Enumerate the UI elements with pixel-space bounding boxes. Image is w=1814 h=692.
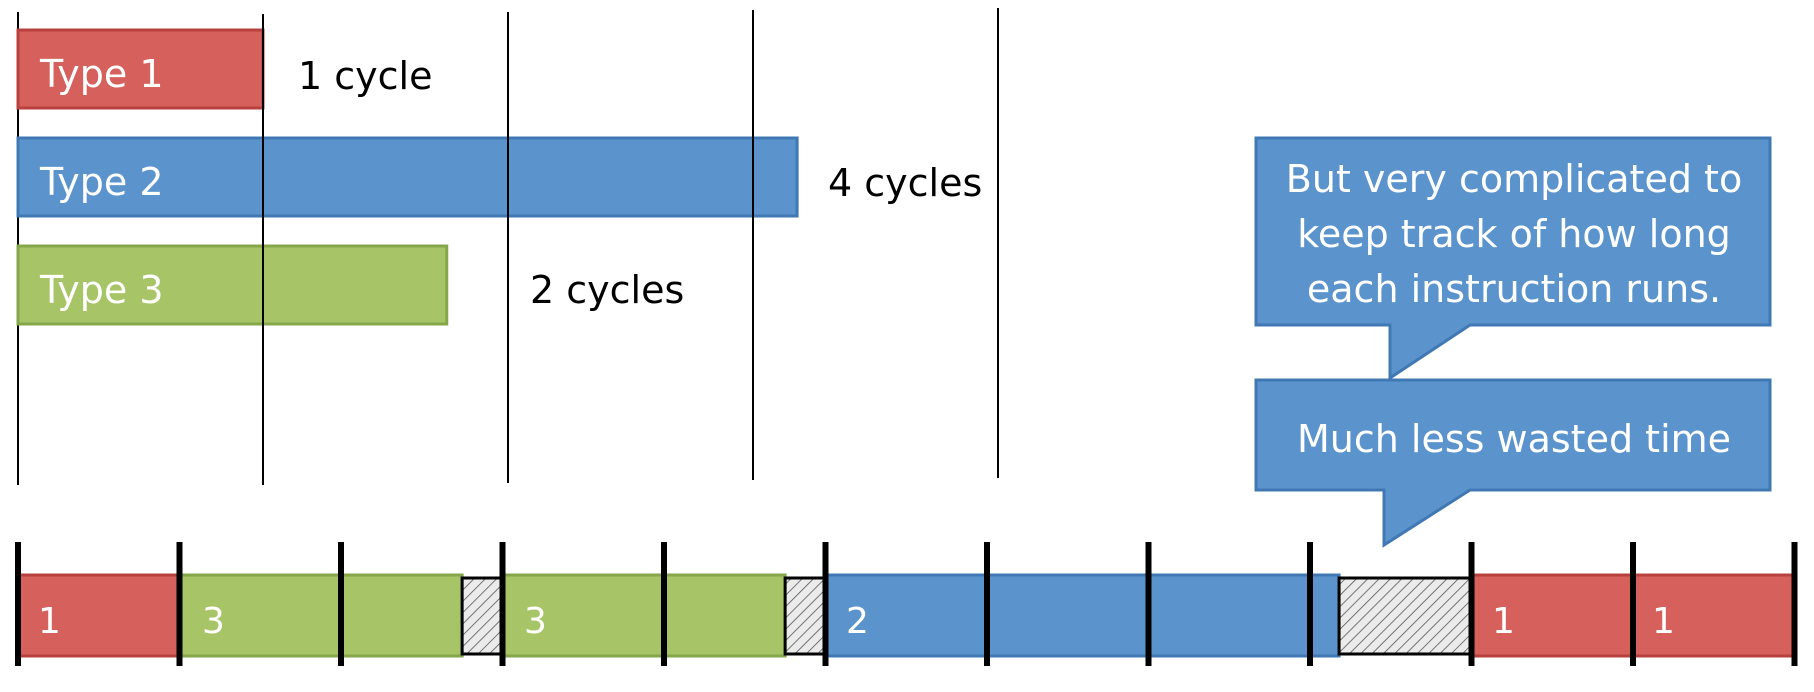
idle-time-slot: [1337, 576, 1473, 656]
type3-bar-label: Type 3: [40, 268, 164, 312]
idle-time-slot: [783, 576, 827, 656]
type1-instruction-slot: [1470, 573, 1635, 658]
type1-bar-label: Type 1: [40, 52, 164, 96]
slot-label-type1: 1: [38, 601, 61, 642]
slot-label-type3: 3: [524, 601, 547, 642]
slot-label-type3: 3: [202, 601, 225, 642]
slot-label-type1: 1: [1652, 601, 1675, 642]
type1-cycles-annotation: 1 cycle: [298, 54, 433, 98]
slot-label-type1: 1: [1492, 601, 1515, 642]
type1-instruction-slot: [16, 573, 181, 658]
callout-complicated-bubble: [1254, 136, 1772, 381]
type3-duration-bar: [16, 244, 449, 326]
type2-duration-bar: [16, 136, 799, 218]
type1-duration-bar: [16, 28, 265, 110]
callout-complicated-text: But very complicated to keep track of ho…: [1285, 157, 1743, 312]
callout-less-wasted-bubble: [1254, 378, 1772, 548]
slot-label-type2: 2: [846, 601, 869, 642]
type2-instruction-slot: [824, 573, 1341, 658]
type2-cycles-annotation: 4 cycles: [828, 161, 983, 205]
callout-less-wasted-text: Much less wasted time: [1296, 417, 1732, 461]
type3-cycles-annotation: 2 cycles: [530, 268, 685, 312]
type2-bar-label: Type 2: [40, 160, 164, 204]
idle-time-slot: [460, 576, 504, 656]
type3-instruction-slot: [178, 573, 464, 658]
type3-instruction-slot: [501, 573, 787, 658]
